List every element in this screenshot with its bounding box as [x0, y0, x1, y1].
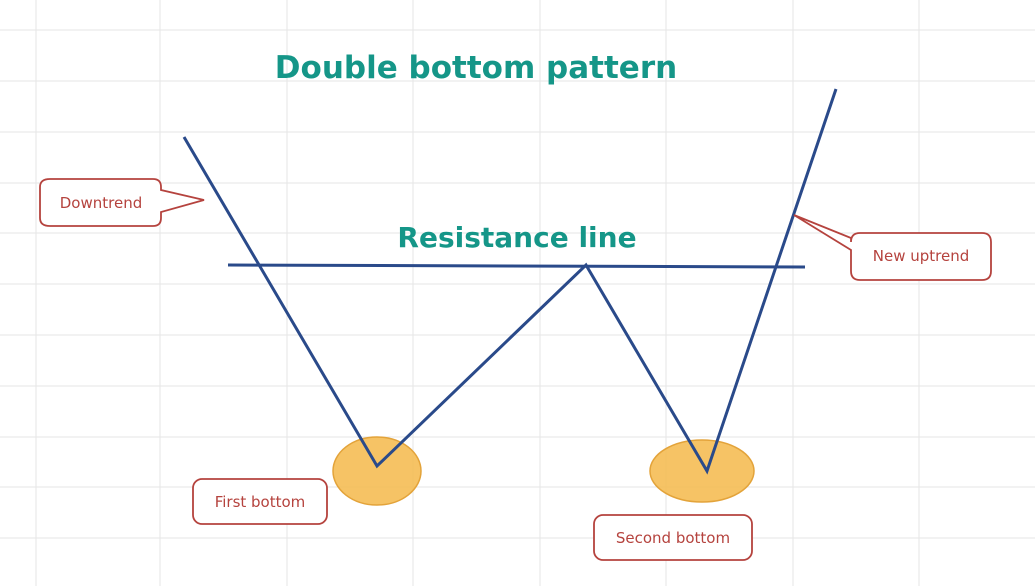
second-bottom-callout: Second bottom [593, 514, 753, 561]
downtrend-callout: Downtrend [39, 178, 205, 227]
first-bottom-marker [332, 436, 422, 506]
first-bottom-callout-label: First bottom [215, 493, 306, 511]
downtrend-callout-box [39, 178, 205, 227]
price-path [182, 88, 838, 475]
first-bottom-callout: First bottom [192, 478, 328, 525]
second-bottom-marker [649, 439, 755, 503]
new-uptrend-callout-label: New uptrend [873, 247, 970, 265]
second-bottom-callout-box [593, 514, 753, 561]
first-bottom-callout-box [192, 478, 328, 525]
diagram-title: Double bottom pattern [275, 50, 677, 86]
new-uptrend-callout-box [793, 214, 992, 281]
resistance-line-label: Resistance line [397, 221, 636, 254]
downtrend-callout-label: Downtrend [60, 194, 142, 212]
second-bottom-callout-label: Second bottom [616, 529, 730, 547]
resistance-line [227, 263, 806, 269]
new-uptrend-callout: New uptrend [793, 214, 992, 281]
